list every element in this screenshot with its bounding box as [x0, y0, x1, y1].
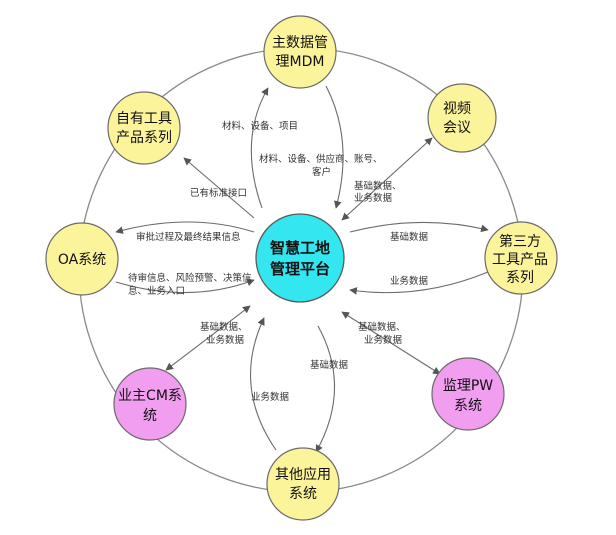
node-own-line2: 产品系列 [116, 130, 172, 146]
node-other-line1: 其他应用 [275, 466, 331, 483]
node-video[interactable]: 视频 会议 [427, 83, 497, 153]
label-oa-out-1: 待审信息、风险预警、决策信 [128, 272, 252, 284]
arrow-other-out [315, 325, 336, 453]
node-third-line2: 工具产品 [492, 252, 548, 268]
label-video-2: 业务数据 [354, 192, 393, 204]
arrow-oa-in [115, 221, 255, 234]
arrow-pw [341, 311, 441, 375]
arrow-video [341, 137, 433, 221]
arrow-own [183, 157, 255, 219]
center-line1: 智慧工地 [270, 239, 330, 257]
node-mdm[interactable]: 主数据管 理MDM [263, 15, 337, 89]
label-mdm-out: 材料、设备、项目 [222, 120, 298, 132]
label-oa-out-2: 息、业务入口 [128, 285, 185, 297]
label-cm-1: 基础数据、 [200, 321, 248, 333]
connectors [115, 85, 489, 453]
node-pw-line1: 监理PW [443, 378, 493, 394]
arrow-mdm-in [325, 85, 344, 209]
node-own-line1: 自有工具 [116, 111, 172, 127]
node-cm-line2: 统 [143, 408, 157, 424]
label-third-in: 业务数据 [390, 275, 429, 287]
connector-labels: 材料、设备、项目 材料、设备、供应商、账号、 客户 基础数据、 业务数据 基础数… [128, 120, 429, 403]
node-own[interactable]: 自有工具 产品系列 [107, 91, 181, 165]
arrow-oa-out [115, 278, 255, 294]
label-video-1: 基础数据、 [354, 180, 402, 192]
node-pw[interactable]: 监理PW 系统 [431, 357, 505, 431]
node-cm-line1: 业主CM系 [118, 388, 182, 404]
node-other[interactable]: 其他应用 系统 [266, 447, 340, 521]
label-other-out: 基础数据 [310, 359, 349, 371]
node-third[interactable]: 第三方 工具产品 系列 [484, 221, 558, 295]
node-mdm-line2: 理MDM [276, 54, 325, 70]
label-oa-in: 审批过程及最终结果信息 [136, 231, 241, 243]
label-pw-1: 基础数据、 [358, 321, 406, 333]
node-cm[interactable]: 业主CM系 统 [113, 367, 187, 441]
label-mdm-in-2: 客户 [312, 166, 331, 178]
label-other-in: 业务数据 [251, 391, 290, 403]
label-mdm-in-1: 材料、设备、供应商、账号、 [259, 153, 383, 165]
node-oa-line1: OA系统 [58, 252, 106, 268]
arrow-third-out [349, 221, 489, 233]
arrow-other-in [250, 317, 277, 451]
node-center-platform[interactable]: 智慧工地 管理平台 [255, 213, 345, 303]
node-mdm-line1: 主数据管 [272, 35, 328, 51]
node-oa[interactable]: OA系统 [45, 222, 119, 296]
label-third-out: 基础数据 [390, 231, 429, 243]
arrow-cm [165, 305, 251, 371]
node-video-line2: 会议 [443, 120, 471, 136]
node-third-line3: 系列 [506, 270, 534, 286]
node-pw-line2: 系统 [454, 398, 482, 414]
label-cm-2: 业务数据 [206, 334, 245, 346]
label-own: 已有标准接口 [190, 187, 247, 199]
node-other-line2: 系统 [289, 486, 317, 502]
label-pw-2: 业务数据 [364, 334, 403, 346]
center-line2: 管理平台 [270, 260, 330, 278]
arrow-third-in [349, 271, 489, 295]
node-video-line1: 视频 [443, 101, 471, 117]
arrow-mdm-out [250, 87, 269, 209]
node-third-line1: 第三方 [499, 233, 541, 250]
